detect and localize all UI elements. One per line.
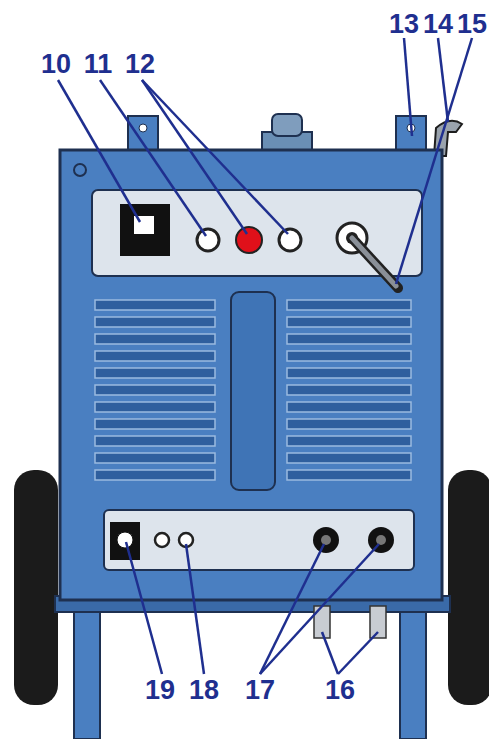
- vent-slot: [95, 436, 215, 446]
- leader-line: [58, 80, 140, 222]
- corner-screw: [74, 164, 86, 176]
- callout-number: 18: [189, 677, 219, 704]
- vent-slot: [287, 453, 411, 463]
- vent-slot: [95, 453, 215, 463]
- vent-slot: [95, 334, 215, 344]
- leader-line: [322, 632, 338, 674]
- left-wheel: [14, 470, 58, 705]
- leader-line: [260, 544, 324, 674]
- small-lamp: [155, 533, 169, 547]
- leader-line: [438, 38, 448, 122]
- leader-line: [142, 80, 247, 234]
- callout-number: 10: [41, 51, 71, 78]
- ear-hole: [139, 124, 147, 132]
- switch-housing: [110, 522, 140, 560]
- right-leg: [400, 598, 426, 739]
- meter: [120, 204, 170, 256]
- leader-line: [186, 544, 204, 674]
- right-wheel: [448, 470, 489, 705]
- callout-number: 12: [125, 51, 155, 78]
- vent-slot: [287, 470, 411, 480]
- vent-slot: [287, 351, 411, 361]
- output-socket: [313, 527, 339, 553]
- callout-number: 17: [245, 677, 275, 704]
- center-panel: [231, 292, 275, 490]
- vent-slot: [287, 334, 411, 344]
- vent-slot: [287, 436, 411, 446]
- small-switch: [117, 532, 133, 548]
- vent-slot: [95, 419, 215, 429]
- vent-slot: [287, 368, 411, 378]
- vent-slot: [95, 317, 215, 327]
- red-lamp: [236, 227, 262, 253]
- callout-number: 15: [457, 11, 487, 38]
- switch-lever: [352, 238, 398, 288]
- vent-slot: [95, 351, 215, 361]
- callout-number: 13: [389, 11, 419, 38]
- leader-lines: [58, 38, 472, 674]
- vent-slot: [95, 402, 215, 412]
- leader-line: [338, 632, 378, 674]
- leader-line: [100, 80, 206, 236]
- machine-body: [60, 150, 442, 600]
- vent-slot: [95, 368, 215, 378]
- leader-line: [260, 544, 379, 674]
- socket-pin: [376, 535, 386, 545]
- leader-line: [142, 80, 288, 234]
- switch-lever-shine: [352, 238, 396, 286]
- socket-pin: [321, 535, 331, 545]
- top-cap-knob: [272, 114, 302, 136]
- output-socket: [368, 527, 394, 553]
- leader-line: [404, 38, 412, 136]
- vent-slot: [95, 300, 215, 310]
- vent-slot: [287, 317, 411, 327]
- vent-slot: [287, 419, 411, 429]
- callout-number: 14: [423, 11, 453, 38]
- callout-number: 16: [325, 677, 355, 704]
- vent-slot: [287, 402, 411, 412]
- indicator-lamp: [197, 229, 219, 251]
- callout-number: 11: [84, 51, 113, 78]
- vent-slot: [287, 300, 411, 310]
- leader-line: [396, 38, 472, 284]
- vent-slot: [287, 385, 411, 395]
- vent-slot: [95, 470, 215, 480]
- left-leg: [74, 598, 100, 739]
- leader-line: [126, 542, 162, 674]
- terminal-panel: [104, 510, 414, 570]
- indicator-lamp: [279, 229, 301, 251]
- callout-number: 19: [145, 677, 175, 704]
- vent-slot: [95, 385, 215, 395]
